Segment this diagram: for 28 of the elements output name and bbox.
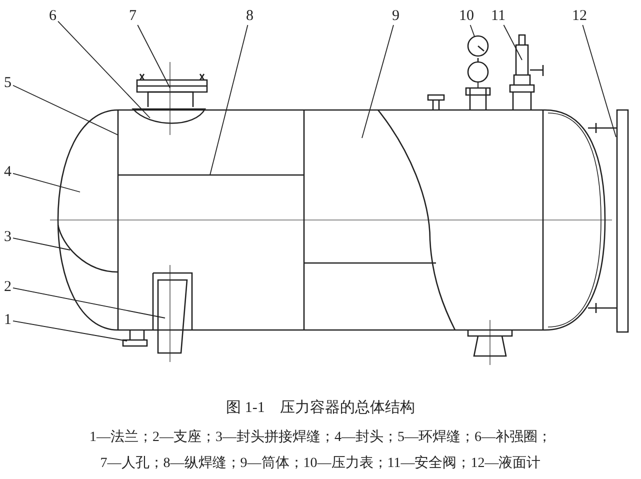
leader-line: [210, 24, 248, 176]
leader-line: [503, 24, 522, 60]
callout-number: 6: [49, 8, 56, 24]
callout-number: 8: [246, 8, 254, 24]
leader-line: [12, 288, 166, 318]
callout-number: 11: [491, 8, 506, 24]
gauge-icon: [467, 35, 489, 57]
callout-number: 1: [4, 312, 12, 328]
figure-caption: 图 1-1 压力容器的总体结构: [225, 398, 416, 417]
leader-line: [12, 84, 118, 136]
leader-line: [12, 320, 128, 342]
leader-line: [582, 24, 616, 138]
callout-number: 5: [4, 75, 12, 91]
parts-list-text: 7—人孔；8—纵焊缝；9—筒体；10—压力表；11—安全阀；12—液面计: [99, 454, 542, 472]
leader-line: [470, 24, 475, 38]
callout-number: 12: [572, 8, 587, 24]
leader-line: [12, 172, 80, 192]
callout-number: 3: [4, 229, 12, 245]
leader-line: [362, 24, 394, 138]
leader-line: [12, 238, 70, 250]
leader-line: [58, 20, 150, 118]
parts-list-text: 1—法兰；2—支座；3—封头拼接焊缝；4—封头；5—环焊缝；6—补强圈；: [88, 428, 552, 446]
leader-line: [137, 24, 170, 88]
callout-number: 4: [4, 164, 12, 180]
callout-number: 2: [4, 279, 12, 295]
callout-number: 10: [459, 8, 474, 24]
callout-number: 9: [392, 8, 400, 24]
callout-number: 7: [129, 8, 136, 24]
